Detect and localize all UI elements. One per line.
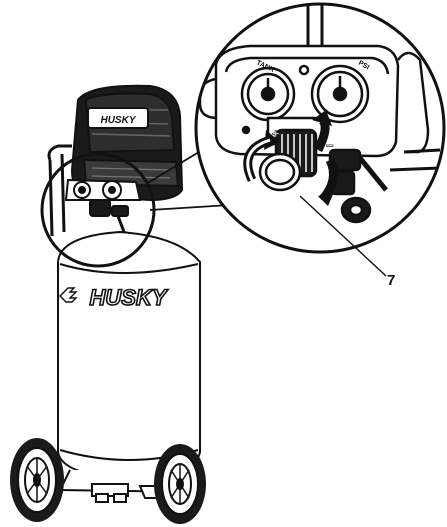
right-wheel bbox=[154, 444, 206, 524]
pressure-regulator-knob bbox=[258, 128, 318, 192]
left-wheel bbox=[10, 438, 64, 522]
tank bbox=[57, 230, 201, 480]
motor-shroud bbox=[70, 84, 184, 202]
detail-view: + − TANK PSI bbox=[194, 2, 446, 254]
shroud-brand-logo: HUSKY bbox=[100, 115, 136, 126]
control-panel-small bbox=[64, 178, 142, 233]
increase-symbol: + bbox=[272, 126, 280, 141]
callout-number-7: 7 bbox=[387, 272, 396, 289]
decrease-arrow bbox=[312, 110, 339, 206]
callout-leader-line bbox=[299, 195, 387, 277]
increase-arrow bbox=[243, 130, 280, 182]
outlet-gauge-label: PSI bbox=[357, 60, 370, 72]
decrease-symbol: − bbox=[326, 138, 334, 153]
tank-brand-logo: HUSKY bbox=[89, 285, 168, 310]
tank-brand-emblem bbox=[59, 287, 78, 303]
